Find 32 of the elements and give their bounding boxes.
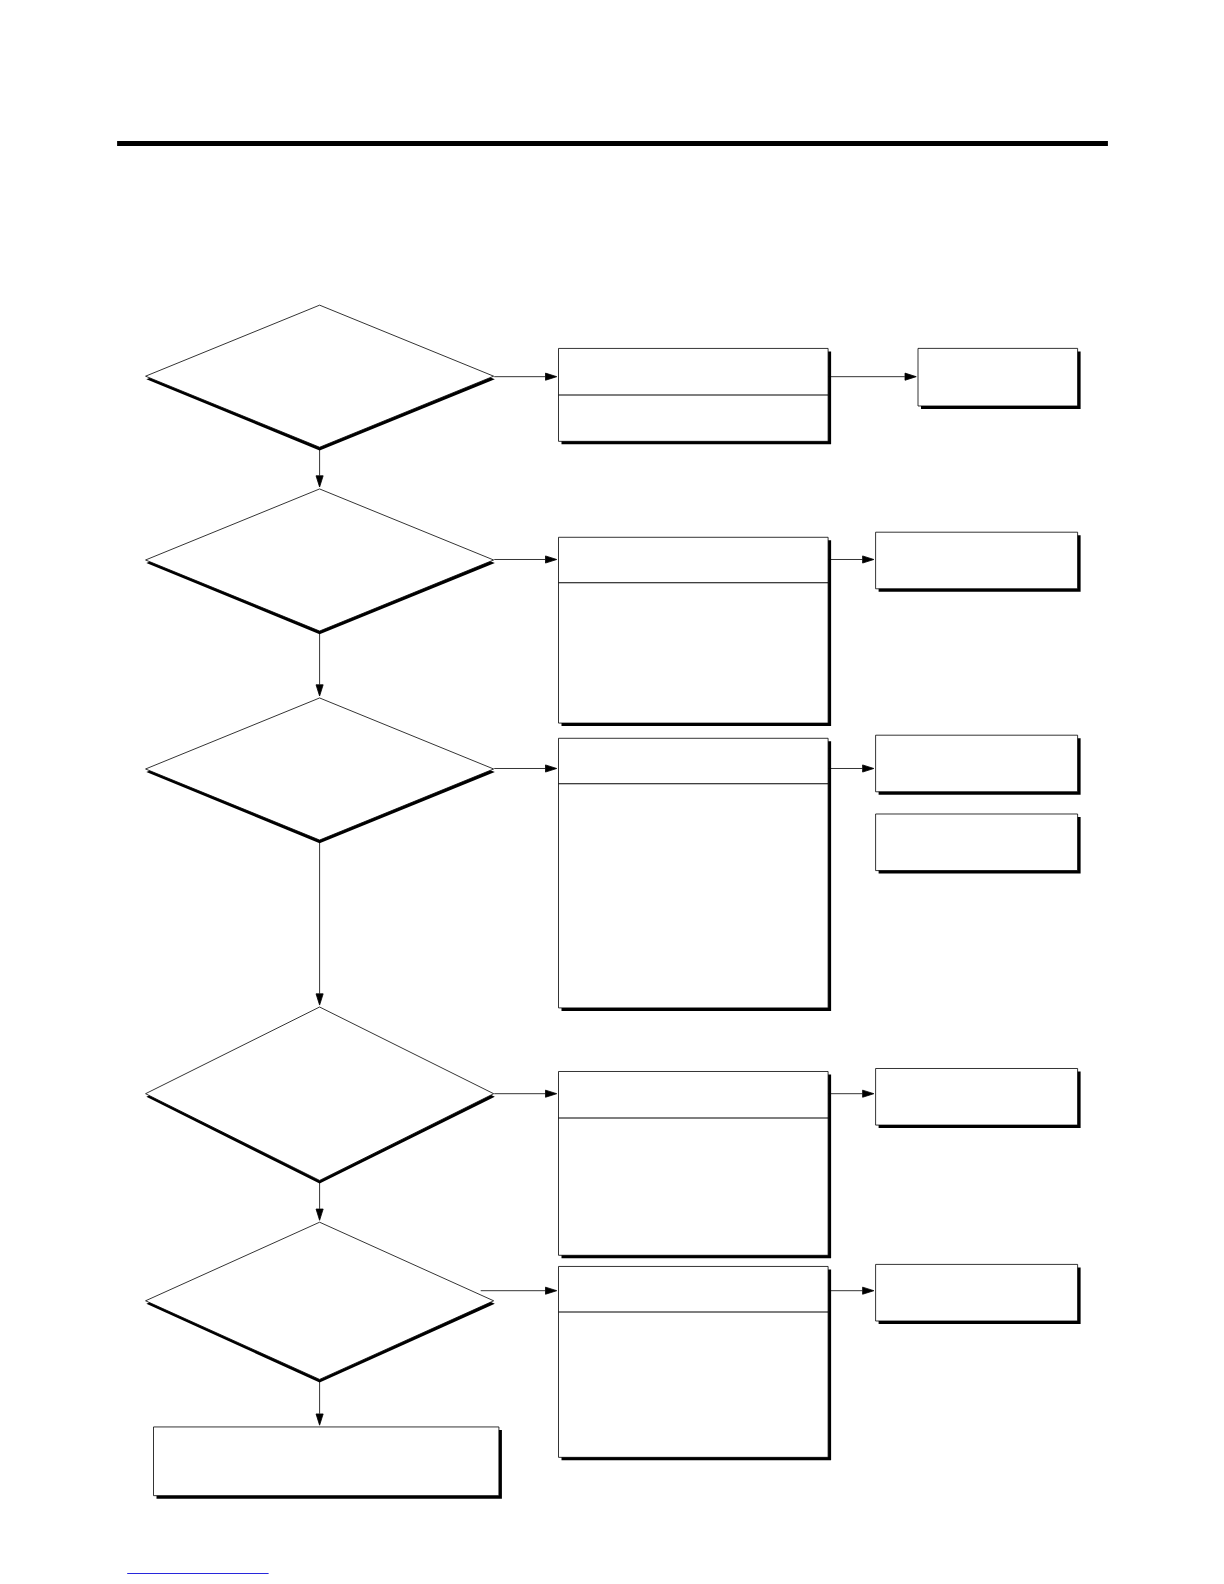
- process-box: [558, 348, 832, 445]
- arrow: [315, 840, 324, 1006]
- arrow: [828, 1286, 875, 1295]
- arrow: [828, 764, 875, 773]
- process-box: [875, 813, 1081, 874]
- arrow: [315, 1180, 324, 1221]
- arrow: [493, 555, 558, 564]
- process-box: [875, 1068, 1081, 1128]
- process-box: [917, 348, 1081, 409]
- process-box: [558, 737, 832, 1011]
- process-box: [875, 1264, 1081, 1324]
- process-box: [558, 1071, 832, 1259]
- process-box: [875, 531, 1081, 592]
- arrow: [480, 1286, 558, 1295]
- process-box: [558, 536, 832, 727]
- process-box: [558, 1266, 832, 1461]
- arrow: [315, 447, 324, 488]
- decision-diamond: [145, 1221, 495, 1383]
- arrow: [315, 631, 324, 697]
- arrow: [315, 1379, 324, 1426]
- decision-diamond: [145, 488, 495, 635]
- process-box: [153, 1426, 502, 1499]
- arrow: [828, 1089, 875, 1098]
- arrow: [493, 372, 558, 381]
- decision-diamond: [145, 1006, 495, 1184]
- arrow: [828, 372, 917, 381]
- arrow: [828, 555, 875, 564]
- decision-diamond: [145, 304, 495, 451]
- process-box: [875, 734, 1081, 795]
- arrow: [493, 1089, 558, 1098]
- decision-diamond: [145, 697, 495, 844]
- arrow: [493, 764, 558, 773]
